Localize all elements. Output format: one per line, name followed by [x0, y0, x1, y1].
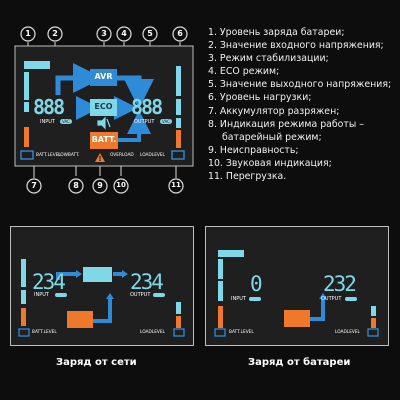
- legend-item-1: 1. Уровень заряда батареи;: [208, 27, 345, 38]
- warning-icon: [95, 153, 105, 162]
- battery-caption: Заряд от батареи: [248, 357, 351, 368]
- legend-list: 1. Уровень заряда батареи; 2. Значение в…: [208, 26, 398, 183]
- legend-item-2: 2. Значение входного напряжения;: [208, 40, 384, 52]
- arrow-avr-output: [117, 75, 154, 109]
- eco-box-mains: [83, 267, 112, 282]
- legend-item-8-cont: батарейный режим;: [222, 131, 322, 143]
- load-level-bar: [176, 66, 181, 96]
- eco-indicator: [90, 99, 117, 116]
- mains-caption: Заряд от сети: [56, 357, 137, 368]
- legend-item-3: 3. Режим стабилизации;: [208, 53, 329, 65]
- avr-indicator: [90, 69, 117, 86]
- legend-item-4: 4. ECO режим;: [208, 66, 280, 78]
- battery-box-mains: [67, 311, 93, 328]
- lcd-diagram-top: !: [14, 26, 194, 194]
- load-icon: [171, 150, 185, 160]
- svg-text:!: !: [98, 155, 101, 163]
- arrow-input-avr: [55, 63, 103, 95]
- buzzer-icon: [97, 116, 111, 130]
- legend-item-11: 11. Перегрузка.: [208, 171, 287, 183]
- battery-box-battery: [284, 310, 310, 327]
- legend-item-5: 5. Значение выходного напряжения;: [208, 79, 392, 91]
- legend-item-9: 9. Неисправность;: [208, 144, 299, 156]
- legend-item-8: 8. Индикация режима работы –: [208, 118, 364, 130]
- battery-icon: [20, 150, 34, 160]
- batt-indicator: [90, 132, 118, 149]
- battery-level-top-bar: [24, 61, 50, 69]
- legend-item-6: 6. Уровень нагрузки;: [208, 92, 312, 104]
- legend-item-7: 7. Аккумулятор разряжен;: [208, 105, 340, 117]
- legend-item-10: 10. Звуковая индикация;: [208, 157, 332, 169]
- lcd-panel-mains: [10, 226, 194, 346]
- lcd-panel-battery: [205, 226, 389, 346]
